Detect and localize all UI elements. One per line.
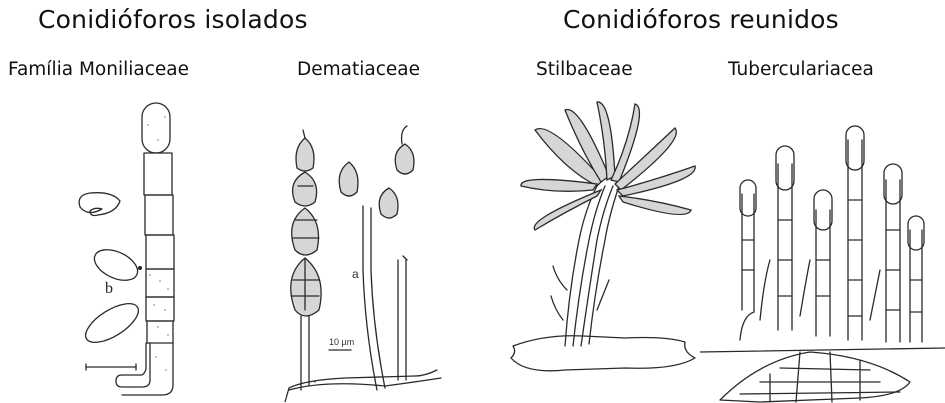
stilbaceae-illustration (505, 90, 715, 400)
stilbaceae-substrate (511, 336, 695, 371)
label-dematiaceae: Dematiaceae (297, 59, 420, 80)
moniliaceae-conidia-chain (116, 103, 174, 395)
tuberculariacea-conidiophores (740, 126, 924, 342)
dematiaceae-conidia (291, 126, 414, 316)
label-tuberculariacea: Tuberculariacea (728, 59, 874, 80)
heading-isolated-conidiophores: Conidióforos isolados (38, 5, 308, 34)
scale-bar-label: 10 µm (329, 337, 354, 347)
moniliaceae-illustration: b (50, 95, 210, 400)
label-b: b (105, 280, 113, 297)
dematiaceae-illustration: a 10 µm (265, 90, 465, 402)
stilbaceae-conidia-head (521, 102, 695, 230)
tuberculariacea-base (700, 348, 945, 402)
tuberculariacea-illustration (700, 120, 945, 403)
heading-grouped-conidiophores: Conidióforos reunidos (563, 5, 839, 34)
label-stilbaceae: Stilbaceae (536, 59, 633, 80)
label-moniliaceae: Família Moniliaceae (8, 59, 189, 80)
label-a: a (352, 267, 359, 281)
